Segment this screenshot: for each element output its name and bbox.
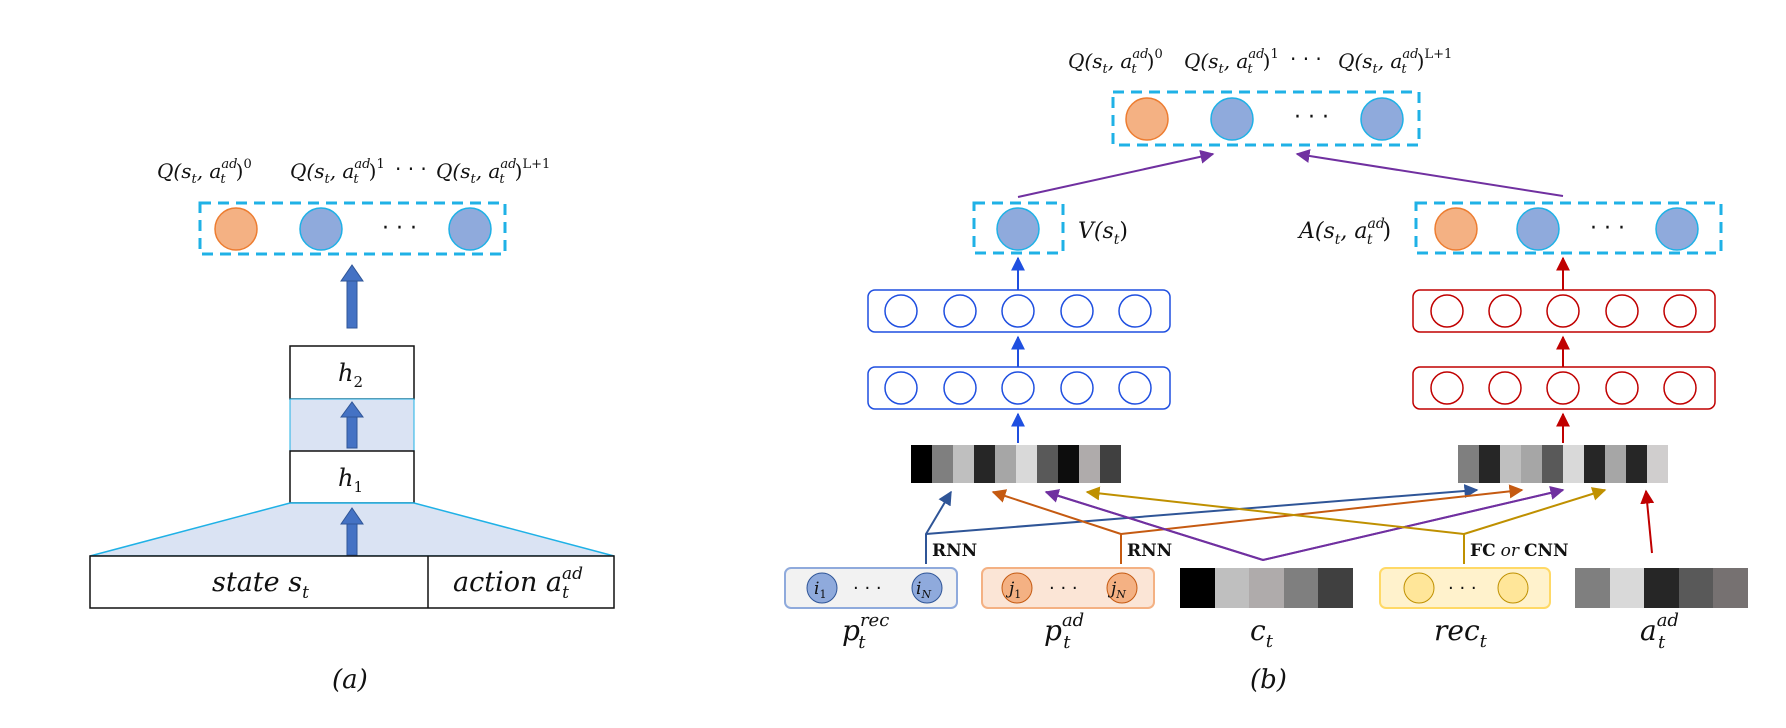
item-j1-label: j1: [1005, 579, 1021, 601]
value-hidden-layer-1-nodes: [884, 371, 1152, 405]
panel-b-out-node-blue-L: [1360, 97, 1404, 141]
item-i1-node: [806, 572, 838, 604]
item-jN-node: [1106, 572, 1138, 604]
value-hidden-layer-1: [867, 366, 1171, 410]
advantage-hidden-layer-2: [1412, 289, 1716, 333]
ct-to-value-arrow: [1044, 489, 1264, 561]
item-jN-label: jN: [1107, 579, 1126, 601]
advantage-node-orange: [1434, 207, 1478, 251]
rec-node-1: [1403, 572, 1435, 604]
ct-to-advantage-arrow: [1262, 486, 1565, 561]
ct-label: ct: [1250, 614, 1274, 652]
advantage-hidden-layer-1-nodes: [1430, 371, 1697, 405]
rec-dots: · · ·: [1448, 578, 1477, 599]
panel-a-arrow-bottom: [340, 507, 364, 556]
panel-a-arrow-top: [340, 264, 364, 329]
prec-to-advantage-arrow: [925, 484, 1479, 535]
rec-node-N: [1497, 572, 1529, 604]
panel-b-out-node-blue-1: [1210, 97, 1254, 141]
value-box: [972, 201, 1065, 255]
state-action-box: [89, 555, 615, 609]
panel-b-output-box: [1111, 90, 1421, 147]
advantage-dots: · · ·: [1590, 216, 1625, 241]
q-label-dots: · · ·: [395, 157, 427, 181]
value-hidden-layer-2: [867, 289, 1171, 333]
item-j1-node: [1001, 572, 1033, 604]
advantage-hidden-layer-1: [1412, 366, 1716, 410]
action-feature-vector: [1575, 568, 1748, 608]
panel-a-arrow-mid: [340, 401, 364, 449]
value-hidden-layer-2-nodes: [884, 294, 1152, 328]
item-i1-label: i1: [814, 579, 826, 601]
h1-label: h1: [338, 464, 363, 496]
advantage-box: [1414, 201, 1723, 255]
panel-a-node-blue-L: [448, 207, 492, 251]
pad-dots: · · ·: [1049, 578, 1078, 599]
advantage-node-blue-1: [1516, 207, 1560, 251]
value-node: [996, 207, 1040, 251]
h2-label: h2: [338, 359, 363, 391]
value-to-q-arrow: [1017, 149, 1215, 198]
panel-a-output-box: [198, 201, 507, 256]
state-label: state st: [212, 567, 309, 603]
prec-dots: · · ·: [853, 578, 882, 599]
advantage-to-q-arrow: [1295, 149, 1564, 197]
rnn-label-left: RNN: [932, 541, 977, 561]
item-iN-node: [911, 572, 943, 604]
value-label: V(st): [1078, 219, 1128, 248]
advantage-hidden-layer-2-nodes: [1430, 294, 1697, 328]
value-feature-vector: [911, 445, 1121, 483]
h1-box: [289, 450, 415, 504]
panel-a-node-dots: · · ·: [382, 216, 417, 241]
action-to-advantage-arrow: [1640, 489, 1655, 554]
advantage-node-blue-L: [1655, 207, 1699, 251]
rec-to-advantage-arrow: [1463, 487, 1607, 535]
caption-b: (b): [1250, 665, 1287, 695]
panel-a-node-blue-1: [299, 207, 343, 251]
cross-connections: [925, 484, 1655, 564]
caption-a: (a): [332, 665, 368, 695]
rec-label: rect: [1434, 614, 1488, 652]
pad-to-advantage-arrow: [1120, 484, 1524, 535]
advantage-feature-vector: [1458, 445, 1668, 483]
rnn-label-right: RNN: [1127, 541, 1172, 561]
ct-feature-vector: [1180, 568, 1353, 608]
item-iN-label: iN: [916, 579, 931, 601]
panel-b-out-node-orange: [1125, 97, 1169, 141]
panel-b-out-dots: · · ·: [1294, 105, 1329, 130]
panel-a-node-orange: [214, 207, 258, 251]
b-q-label-dots: · · ·: [1290, 47, 1322, 71]
